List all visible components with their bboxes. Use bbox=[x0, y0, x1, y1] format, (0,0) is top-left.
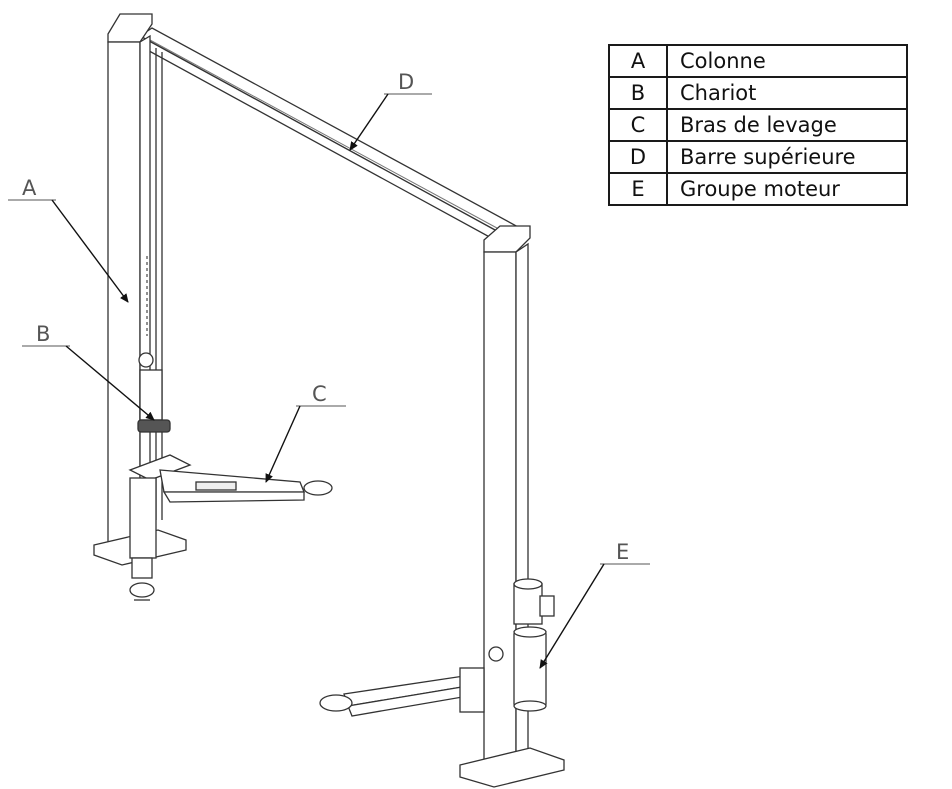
legend-label: Chariot bbox=[666, 76, 908, 110]
callout-label-d: D bbox=[398, 70, 414, 94]
legend-key: C bbox=[608, 108, 668, 142]
legend-row: E Groupe moteur bbox=[608, 172, 908, 206]
legend-row: B Chariot bbox=[608, 76, 908, 110]
callout-c: C bbox=[265, 382, 346, 483]
right-lift-arm bbox=[319, 667, 485, 717]
motor-unit bbox=[513, 578, 555, 712]
parts-legend-table: A Colonne B Chariot C Bras de levage D B… bbox=[608, 44, 908, 206]
legend-label: Colonne bbox=[666, 44, 908, 78]
callout-d: D bbox=[349, 70, 432, 151]
legend-key: B bbox=[608, 76, 668, 110]
legend-row: A Colonne bbox=[608, 44, 908, 78]
legend-key: D bbox=[608, 140, 668, 174]
legend-key: A bbox=[608, 44, 668, 78]
callout-a: A bbox=[8, 176, 129, 303]
top-crossbar bbox=[138, 27, 522, 248]
legend-label: Groupe moteur bbox=[666, 172, 908, 206]
callout-label-b: B bbox=[36, 322, 50, 346]
left-lift-arm bbox=[159, 469, 333, 503]
callout-label-c: C bbox=[312, 382, 327, 406]
callout-b: B bbox=[22, 322, 155, 421]
callout-label-a: A bbox=[22, 176, 37, 200]
legend-label: Barre supérieure bbox=[666, 140, 908, 174]
legend-key: E bbox=[608, 172, 668, 206]
legend-row: D Barre supérieure bbox=[608, 140, 908, 174]
legend-label: Bras de levage bbox=[666, 108, 908, 142]
callout-label-e: E bbox=[616, 540, 629, 564]
callout-e: E bbox=[539, 540, 650, 669]
left-carriage bbox=[128, 419, 192, 601]
legend-row: C Bras de levage bbox=[608, 108, 908, 142]
